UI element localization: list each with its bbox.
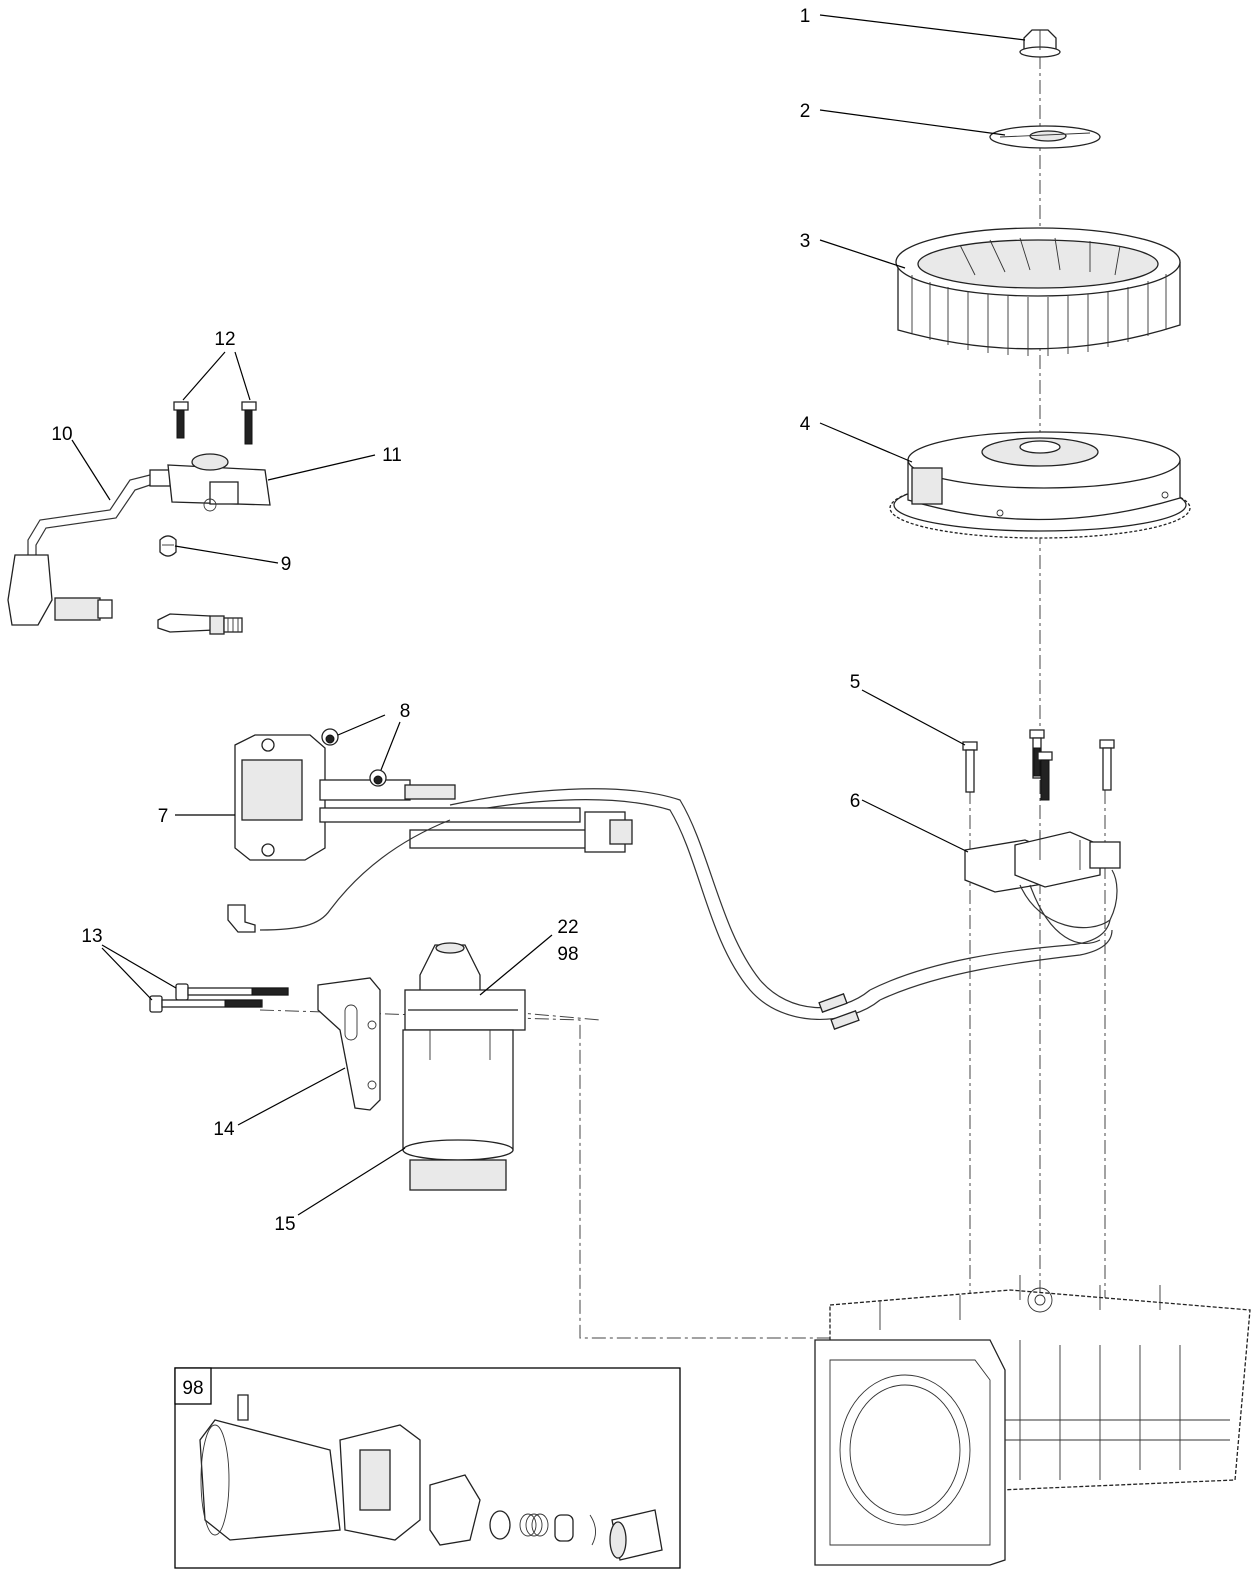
leader-lines bbox=[71, 14, 1026, 1216]
callout-4: 4 bbox=[800, 414, 811, 435]
callout-8: 8 bbox=[400, 701, 411, 722]
rectifier-nuts bbox=[321, 728, 387, 787]
callout-14: 14 bbox=[213, 1119, 235, 1140]
callout-6: 6 bbox=[850, 791, 861, 812]
starter-bracket bbox=[317, 977, 381, 1111]
starter-bolts bbox=[149, 983, 289, 1013]
callout-2: 2 bbox=[800, 101, 811, 122]
callout-10: 10 bbox=[51, 424, 72, 445]
armature-modules bbox=[964, 831, 1121, 944]
regulator-rectifier bbox=[227, 734, 633, 933]
engine-block bbox=[814, 1275, 1251, 1566]
armature-bolts bbox=[962, 729, 1115, 801]
callout-98: 98 bbox=[557, 944, 578, 965]
coil-bolts bbox=[173, 401, 257, 445]
callout-12: 12 bbox=[214, 329, 235, 350]
flywheel bbox=[889, 431, 1191, 539]
callout-22: 22 bbox=[557, 917, 578, 938]
spark-plug bbox=[157, 613, 243, 635]
ignition-coil-assembly bbox=[7, 453, 271, 626]
wiring-harness bbox=[449, 788, 1113, 1030]
inset-98: 98 bbox=[174, 1367, 681, 1569]
callout-9: 9 bbox=[281, 554, 292, 575]
callout-1: 1 bbox=[800, 6, 811, 27]
callout-13: 13 bbox=[81, 926, 102, 947]
starter-exploded-view bbox=[199, 1394, 663, 1561]
callout-3: 3 bbox=[800, 231, 811, 252]
starter-motor bbox=[402, 942, 526, 1191]
flywheel-nut bbox=[1019, 29, 1061, 58]
callout-7: 7 bbox=[158, 806, 169, 827]
callout-15: 15 bbox=[274, 1214, 295, 1235]
flywheel-washer bbox=[989, 125, 1101, 149]
callout-labels: 1 2 3 4 5 6 7 8 9 10 11 12 13 14 15 22 9… bbox=[51, 6, 860, 1235]
callout-5: 5 bbox=[850, 672, 861, 693]
wire-clip bbox=[159, 535, 177, 557]
cooling-fan bbox=[895, 227, 1181, 356]
callout-11: 11 bbox=[382, 445, 402, 466]
inset-98-tag: 98 bbox=[182, 1378, 203, 1399]
